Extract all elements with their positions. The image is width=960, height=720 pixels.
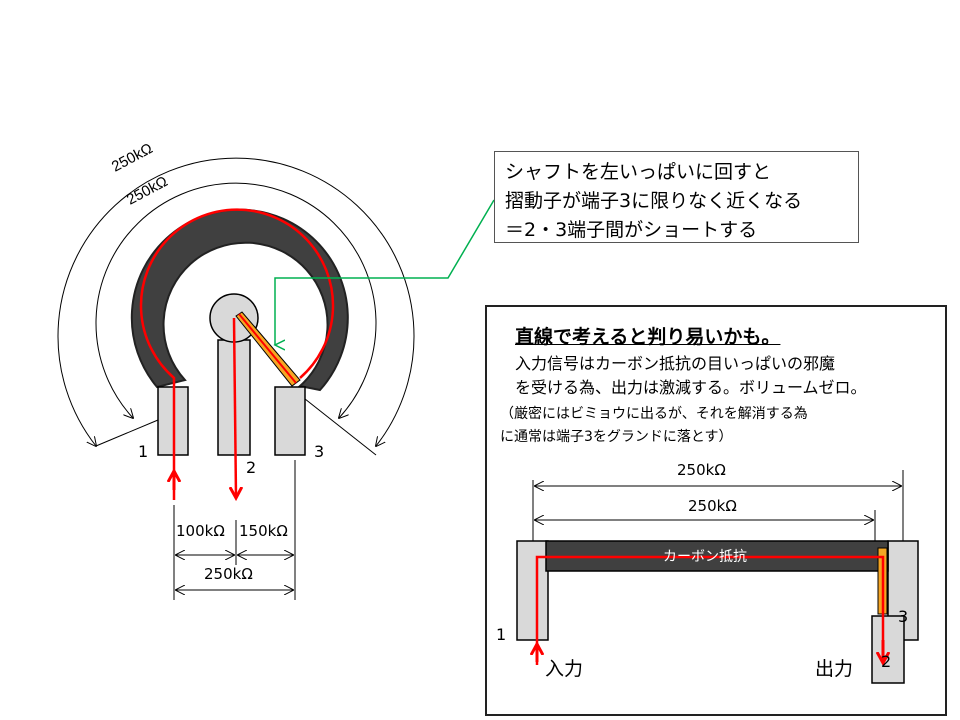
callout-line-2: 摺動子が端子3に限りなく近くなる (505, 190, 803, 212)
panel-carbon-label: カーボン抵抗 (663, 549, 747, 565)
panel-text-line-1: 入力信号はカーボン抵抗の目いっぱいの邪魔 (515, 354, 836, 373)
signal-in-path (139, 208, 335, 500)
terminal-3-label: 3 (314, 442, 325, 461)
panel-text-line-3: （厳密にはビミョウに出るが、それを解消する為 (500, 406, 808, 422)
terminal-3 (274, 386, 306, 456)
carbon-track-ring (130, 208, 349, 392)
panel-terminal-3-label: 3 (898, 607, 909, 626)
right-terminal-extension (299, 394, 377, 456)
dim-right-label: 150kΩ (239, 522, 288, 540)
panel-signal-path (535, 555, 885, 665)
panel-text-line-4: に通常は端子3をグランドに落とす） (500, 429, 733, 445)
panel-text-line-2: を受ける為、出力は激減する。ボリュームゼロ。 (515, 378, 867, 397)
outer-arc (57, 157, 415, 446)
callout-line-1: シャフトを左いっぱいに回すと (505, 161, 772, 183)
dim-total-label: 250kΩ (204, 565, 253, 583)
panel-terminal-1-label: 1 (496, 625, 507, 644)
panel-title: 直線で考えると判り易いかも。 (515, 326, 781, 348)
panel-output-label: 出力 (815, 658, 854, 680)
left-terminal-extension (95, 419, 159, 447)
terminal-1-label: 1 (138, 442, 149, 461)
dim-left-label: 100kΩ (176, 522, 225, 540)
linear-explanation-panel (485, 305, 947, 716)
panel-input-label: 入力 (545, 658, 584, 680)
panel-terminal-2-label: 2 (881, 652, 892, 671)
callout-line-3: ＝2・3端子間がショートする (505, 219, 758, 241)
terminal-2-label: 2 (246, 458, 257, 477)
outer-arc-label: 250kΩ (109, 140, 156, 176)
panel-dim-inner-label: 250kΩ (688, 497, 737, 515)
inner-arc (95, 182, 377, 418)
callout-box: シャフトを左いっぱいに回すと 摺動子が端子3に限りなく近くなる ＝2・3端子間が… (494, 151, 859, 243)
panel-terminal-2 (871, 615, 905, 684)
panel-dim-outer-label: 250kΩ (677, 461, 726, 479)
callout-leader (275, 199, 495, 345)
output-path (234, 317, 236, 497)
